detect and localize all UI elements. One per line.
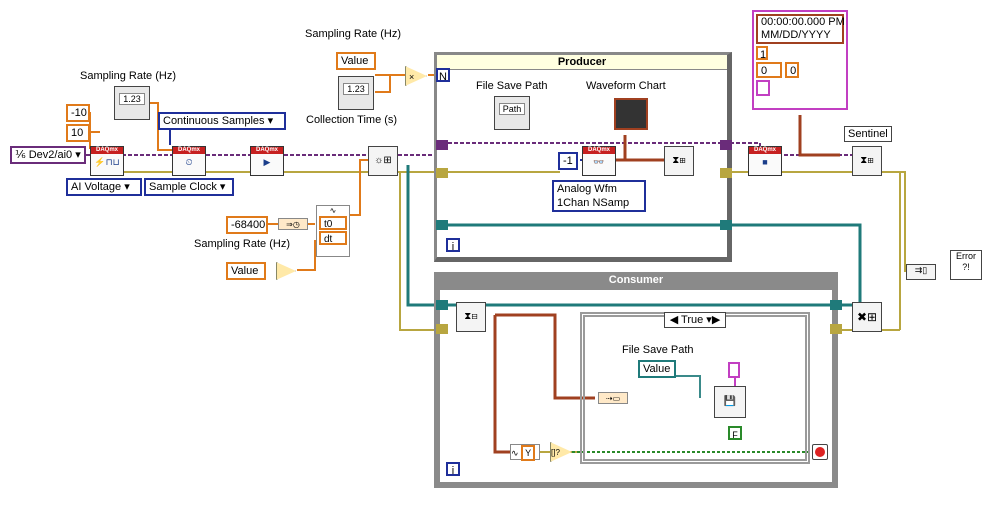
file-save-path-label-top: File Save Path xyxy=(476,80,548,92)
samples-per-channel-constant[interactable]: -1 xyxy=(558,152,578,170)
t0-terminal: t0 xyxy=(319,216,347,230)
consumer-while-loop[interactable]: Consumer xyxy=(434,272,838,488)
queue-tunnel-out xyxy=(720,220,732,230)
merge-errors-node[interactable]: ⇉▯ xyxy=(906,264,936,280)
zero-constant-b[interactable]: 0 xyxy=(785,62,800,78)
error-tunnel-out xyxy=(720,168,732,178)
iteration-terminal-consumer: i xyxy=(446,462,460,477)
release-queue-node[interactable]: ✖⊞ xyxy=(852,302,882,332)
sampling-rate-control-1[interactable]: 1.23 xyxy=(114,86,150,120)
string-constant[interactable] xyxy=(728,362,740,378)
daqmx-timing-vi[interactable]: DAQmx⏲ xyxy=(172,146,206,176)
consumer-queue-tunnel-out xyxy=(830,300,842,310)
consumer-label: Consumer xyxy=(608,274,664,286)
sampling-rate-label-1: Sampling Rate (Hz) xyxy=(80,70,176,82)
get-waveform-components-node[interactable]: ∿ Y xyxy=(510,444,540,461)
dt-terminal: dt xyxy=(319,231,347,245)
continuous-samples-selector[interactable]: Continuous Samples ▾ xyxy=(158,112,286,130)
zero-constant-a[interactable]: 0 xyxy=(756,62,782,78)
error-tunnel-in xyxy=(436,168,448,178)
sampling-rate-local[interactable]: Value xyxy=(336,52,376,70)
producer-label: Producer xyxy=(437,55,727,70)
producer-while-loop[interactable]: Producer xyxy=(434,52,732,262)
timestamp-constant[interactable]: 00:00:00.000 PM MM/DD/YYYY xyxy=(756,14,845,44)
consumer-queue-tunnel-in xyxy=(436,300,448,310)
case-structure[interactable] xyxy=(580,312,810,464)
sample-clock-selector[interactable]: Sample Clock ▾ xyxy=(144,178,234,196)
y-terminal: Y xyxy=(521,445,536,461)
channel-icon: ⅙ xyxy=(15,149,29,161)
collection-time-label: Collection Time (s) xyxy=(306,114,398,126)
sentinel-label: Sentinel xyxy=(844,126,892,142)
max-constant[interactable]: 10 xyxy=(66,124,90,142)
consumer-error-tunnel-out xyxy=(830,324,842,334)
file-save-path-label-bottom: File Save Path xyxy=(622,344,694,356)
queue-tunnel-in xyxy=(436,220,448,230)
timestamp-cluster-constant[interactable]: 00:00:00.000 PM MM/DD/YYYY 1 0 0 xyxy=(752,10,848,110)
daqmx-read-vi[interactable]: DAQmx👓 xyxy=(582,146,616,176)
sampling-rate-local-2[interactable]: Value xyxy=(226,262,266,280)
waveform-chart-label: Waveform Chart xyxy=(586,80,666,92)
enqueue-element-node[interactable]: ⧗⊞ xyxy=(664,146,694,176)
build-waveform-node[interactable]: ∿ t0 dt xyxy=(316,205,350,257)
empty-string-constant[interactable] xyxy=(756,80,770,96)
task-tunnel-out xyxy=(720,140,732,150)
iteration-terminal-producer: i xyxy=(446,238,460,253)
sampling-rate-label-3: Sampling Rate (Hz) xyxy=(194,238,290,250)
task-tunnel-in xyxy=(436,140,448,150)
simple-error-handler-vi[interactable]: Error?! xyxy=(950,250,982,280)
one-constant[interactable]: 1 xyxy=(756,46,768,61)
collection-time-control[interactable]: 1.23 xyxy=(338,76,374,110)
daqmx-stop-task-vi[interactable]: DAQmx■ xyxy=(748,146,782,176)
waveform-to-array-node[interactable]: ⇢▭ xyxy=(598,392,628,404)
enqueue-sentinel-node[interactable]: ⧗⊞ xyxy=(852,146,882,176)
waveform-icon: ∿ xyxy=(511,448,519,458)
physical-channel-constant[interactable]: ⅙ Dev2/ai0 ▾ xyxy=(10,146,86,164)
loop-count-terminal: N xyxy=(436,68,450,83)
write-to-spreadsheet-vi[interactable]: 💾 xyxy=(714,386,746,418)
daqmx-start-task-vi[interactable]: DAQmx▶ xyxy=(250,146,284,176)
t0-constant[interactable]: -68400 xyxy=(226,216,268,234)
case-selector-label[interactable]: ◀ True ▾▶ xyxy=(664,312,726,328)
file-save-path-local[interactable]: Value xyxy=(638,360,676,378)
false-constant[interactable]: F xyxy=(728,426,742,440)
daqmx-create-channel-vi[interactable]: DAQmx⚡⊓⊔ xyxy=(90,146,124,176)
waveform-chart-indicator[interactable] xyxy=(614,98,648,130)
consumer-error-tunnel-in xyxy=(436,324,448,334)
sampling-rate-label-2: Sampling Rate (Hz) xyxy=(305,28,401,40)
obtain-queue-node[interactable]: ☼⊞ xyxy=(368,146,398,176)
timestamp-convert-node[interactable]: ⇒◷ xyxy=(278,218,308,230)
file-save-path-control[interactable]: Path xyxy=(494,96,530,130)
min-constant[interactable]: -10 xyxy=(66,104,90,122)
stop-condition-terminal[interactable] xyxy=(812,444,828,460)
dequeue-element-node[interactable]: ⧗⊟ xyxy=(456,302,486,332)
stop-icon xyxy=(815,447,825,457)
ai-voltage-selector[interactable]: AI Voltage ▾ xyxy=(66,178,142,196)
dbl-indicator: 1.23 xyxy=(119,93,145,105)
read-type-selector[interactable]: Analog Wfm 1Chan NSamp xyxy=(552,180,646,212)
